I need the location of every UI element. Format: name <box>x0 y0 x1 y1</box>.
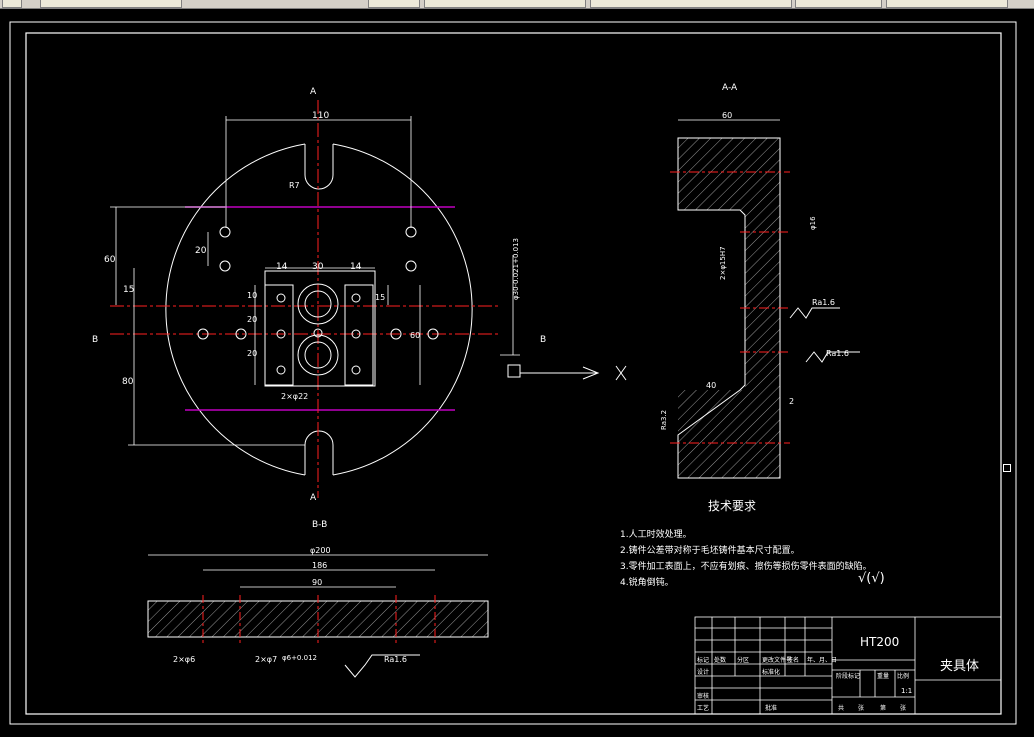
tb-cell-8: 阶段标记 <box>836 672 860 680</box>
dim-186: 186 <box>312 561 327 570</box>
tech-req-item-2: 2.铸件公差带对称于毛坯铸件基本尺寸配置。 <box>620 544 800 556</box>
dim-fit-bottom: φ6+0.012 <box>282 654 317 662</box>
tb-cell-1: 处数 <box>714 656 726 664</box>
tb-cell-3: 更改文件号 <box>762 656 792 664</box>
dim-fit-right: 2×φ15H7 <box>719 246 727 280</box>
cad-drawing-canvas[interactable]: 110 30 14 14 60 15 80 20 10 20 20 15 60 … <box>0 8 1034 737</box>
main-view: 110 30 14 14 60 15 80 20 10 20 20 15 60 … <box>92 87 627 503</box>
dim-14b: 14 <box>350 262 362 272</box>
inner-frame <box>25 32 1002 715</box>
outer-frame <box>9 21 1017 725</box>
layer-dropdown[interactable] <box>424 0 586 8</box>
dim-80: 80 <box>122 377 134 387</box>
tb-cell-13: 批准 <box>765 704 777 712</box>
top-slot <box>304 144 334 190</box>
tb-cell-7: 标准化 <box>762 668 780 676</box>
roughness-symbol: √(√) <box>858 571 885 586</box>
bottom-section-title: B-B <box>312 520 327 530</box>
dim-hole1-bottom: 2×φ6 <box>173 655 195 664</box>
dim-60: 60 <box>104 255 116 265</box>
scroll-handle[interactable] <box>1003 464 1011 472</box>
part-name: 夹具体 <box>940 659 979 674</box>
linetype-dropdown[interactable] <box>590 0 792 8</box>
lineweight-dropdown[interactable] <box>795 0 882 8</box>
tb-cell-11: 审核 <box>697 692 709 700</box>
tb-cell-6: 设计 <box>697 668 709 676</box>
application-toolbar <box>0 0 1034 9</box>
bottom-section-view: B-B φ200 186 90 2×φ6 2×φ7 φ6+0.012 Ra1.6 <box>147 520 489 678</box>
tech-req-item-4: 4.锐角倒钝。 <box>620 576 674 588</box>
tb-cell-0: 标记 <box>697 656 709 664</box>
dim-30: 30 <box>312 262 324 272</box>
center-block <box>264 270 376 387</box>
right-section-title: A-A <box>722 83 738 93</box>
tb-cell-2: 分区 <box>737 656 749 664</box>
tb-cell-9: 重量 <box>877 672 889 680</box>
dim-90: 90 <box>312 578 322 587</box>
dim-holes: 2×φ22 <box>281 392 308 401</box>
hole-lower <box>297 334 339 376</box>
dim-hole2-bottom: 2×φ7 <box>255 655 277 664</box>
plotstyle-dropdown[interactable] <box>886 0 1008 8</box>
rough2-right: Ra1.6 <box>826 349 849 358</box>
dim-2-right: 2 <box>789 397 794 406</box>
tb-cell-12: 工艺 <box>697 704 709 712</box>
tech-req-item-1: 1.人工时效处理。 <box>620 528 692 540</box>
circle-right-arc <box>332 143 473 476</box>
hole-upper <box>297 283 339 325</box>
dim-r7: R7 <box>289 181 300 190</box>
scale-value: 1:1 <box>901 687 912 695</box>
dim-10: 10 <box>247 291 257 300</box>
title-block-labels: 标记 处数 分区 更改文件号 签名 年、月、日 设计 标准化 阶段标记 重量 比… <box>697 656 909 712</box>
tb-cell-14: 共 <box>838 704 844 712</box>
tech-requirements: 技术要求 1.人工时效处理。 2.铸件公差带对称于毛坯铸件基本尺寸配置。 3.零… <box>620 499 885 588</box>
material-label: HT200 <box>860 635 899 649</box>
tb-cell-15: 张 <box>858 704 864 712</box>
dim-60b: 60 <box>410 331 420 340</box>
dim-15b: 15 <box>375 293 385 302</box>
right-section-view: A-A 60 φ16 2×φ15H7 Ra1.6 Ra1.6 Ra3.2 40 … <box>660 83 860 479</box>
bottom-slot <box>304 430 334 475</box>
title-block <box>694 616 1002 715</box>
toolbar-button[interactable] <box>2 0 22 8</box>
dim-200: φ200 <box>310 546 331 555</box>
dim-15: 15 <box>123 285 134 295</box>
dim-20: 20 <box>195 246 207 256</box>
dim-hole1-right: φ16 <box>809 216 817 230</box>
tech-req-title: 技术要求 <box>708 499 756 513</box>
rough1-right: Ra1.6 <box>812 298 835 307</box>
cut-label-left: B <box>92 335 98 345</box>
dim-60-right: 60 <box>722 111 732 120</box>
dim-20b: 20 <box>247 315 257 324</box>
toolbar-icons-2[interactable] <box>368 0 420 8</box>
tech-req-item-3: 3.零件加工表面上，不应有划痕、擦伤等损伤零件表面的缺陷。 <box>620 560 872 572</box>
tb-cell-4: 签名 <box>787 656 799 664</box>
toolbar-icons[interactable] <box>40 0 182 8</box>
dim-side-note: φ30-0.021+0.013 <box>512 238 520 300</box>
dim-110: 110 <box>312 111 329 121</box>
tb-cell-17: 张 <box>900 704 906 712</box>
dim-14a: 14 <box>276 262 288 272</box>
rough-bottom: Ra1.6 <box>384 655 407 664</box>
cut-label-right: B <box>540 335 546 345</box>
tb-cell-16: 第 <box>880 704 886 712</box>
circle-left-arc <box>165 143 306 476</box>
small-holes <box>197 226 439 375</box>
dim-20c: 20 <box>247 349 257 358</box>
tb-cell-10: 比例 <box>897 672 909 680</box>
rough3-right: Ra3.2 <box>660 410 668 430</box>
section-label-top: A <box>310 87 317 97</box>
dim-40-right: 40 <box>706 381 716 390</box>
tb-cell-5: 年、月、日 <box>807 656 837 664</box>
section-label-bottom: A <box>310 493 317 503</box>
